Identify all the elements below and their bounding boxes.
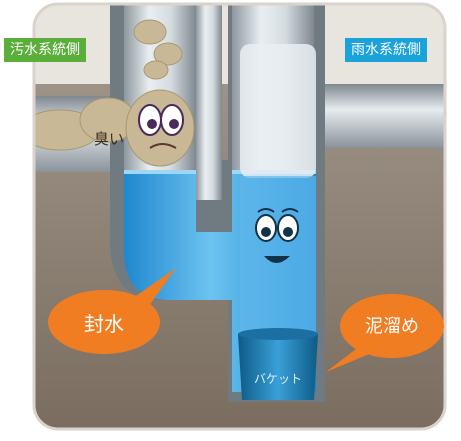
smell-label: 臭い — [94, 130, 125, 148]
water-seal-label: 封水 — [84, 312, 124, 336]
sludge-label: 泥溜め — [365, 316, 419, 337]
bucket-label: バケット — [253, 372, 302, 386]
divider-wall — [196, 4, 222, 200]
bucket-icon — [238, 334, 318, 400]
sludge-bubble — [326, 294, 444, 372]
sewage-side-tag: 汚水系統側 — [4, 38, 86, 62]
worried-odor-face-icon — [138, 104, 184, 149]
rain-side-tag: 雨水系統側 — [345, 38, 427, 62]
bucket-tube-upper — [240, 44, 316, 178]
rain-outlet-pipe — [316, 84, 445, 148]
smiling-water-drop-icon — [255, 208, 299, 263]
water-seal-bubble — [48, 268, 176, 354]
